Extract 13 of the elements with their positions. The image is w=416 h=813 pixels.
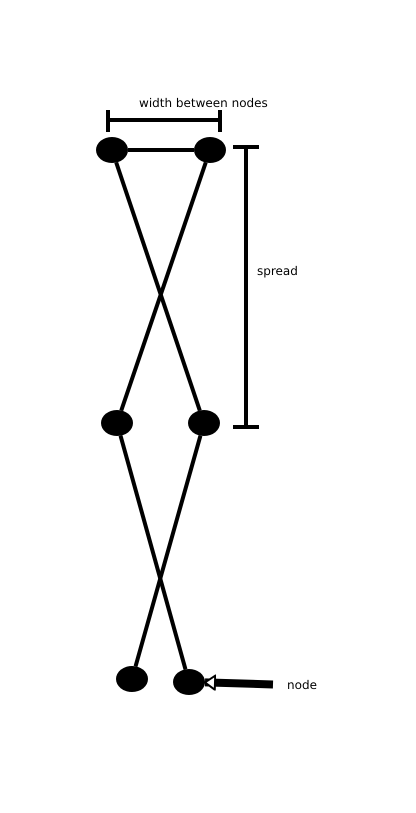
node-dot bbox=[194, 137, 226, 163]
node-label: node bbox=[287, 678, 317, 692]
connector-line bbox=[134, 435, 202, 667]
dimension-label: spread bbox=[257, 264, 298, 278]
node-dot bbox=[173, 669, 205, 695]
node-dot bbox=[96, 137, 128, 163]
connector-line bbox=[118, 435, 188, 670]
node-dot bbox=[188, 410, 220, 436]
connector-line bbox=[128, 148, 194, 152]
dimension-label: width between nodes bbox=[139, 96, 268, 110]
node-dot bbox=[101, 410, 133, 436]
node-dot bbox=[116, 666, 148, 692]
arrow bbox=[204, 674, 274, 691]
